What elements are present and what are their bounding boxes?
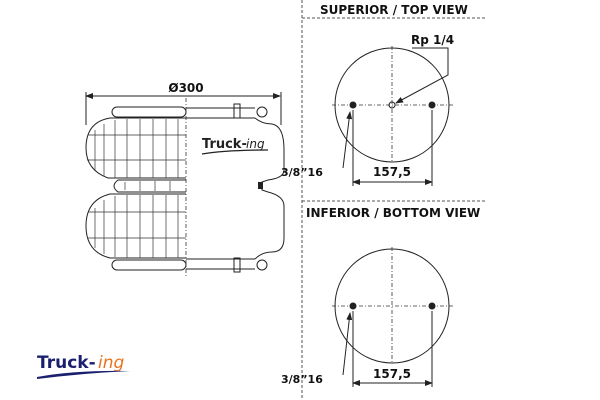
watermark-logo-script: ing	[246, 137, 265, 151]
brand-logo: Truck- ing	[37, 353, 130, 379]
air-port	[388, 101, 396, 109]
port-label: Rp 1/4	[411, 33, 454, 47]
top-view: SUPERIOR / TOP VIEW Rp 1/4 3/8”16 157,5	[281, 3, 486, 186]
spacing-label: 157,5	[373, 367, 411, 381]
bellows-left-half	[85, 106, 187, 271]
spacing-label: 157,5	[373, 165, 411, 179]
watermark-logo: Truck- ing	[201, 137, 269, 155]
stud-hole	[348, 301, 358, 311]
side-view: Ø300	[85, 81, 285, 278]
brand-logo-script: ing	[98, 353, 124, 373]
stud-hole	[348, 100, 358, 110]
diameter-label: Ø300	[168, 81, 203, 95]
stud-hole	[427, 100, 437, 110]
brand-logo-main: Truck-	[37, 353, 96, 373]
bottom-view-title: INFERIOR / BOTTOM VIEW	[306, 206, 480, 220]
bottom-view: INFERIOR / BOTTOM VIEW 3/8”16 157,5	[281, 206, 480, 387]
bellows-right-section	[186, 103, 285, 273]
stud-label: 3/8”16	[281, 166, 323, 179]
watermark-logo-main: Truck-	[202, 137, 247, 152]
top-view-title: SUPERIOR / TOP VIEW	[320, 3, 468, 17]
stud-hole	[427, 301, 437, 311]
stud-label: 3/8”16	[281, 373, 323, 386]
